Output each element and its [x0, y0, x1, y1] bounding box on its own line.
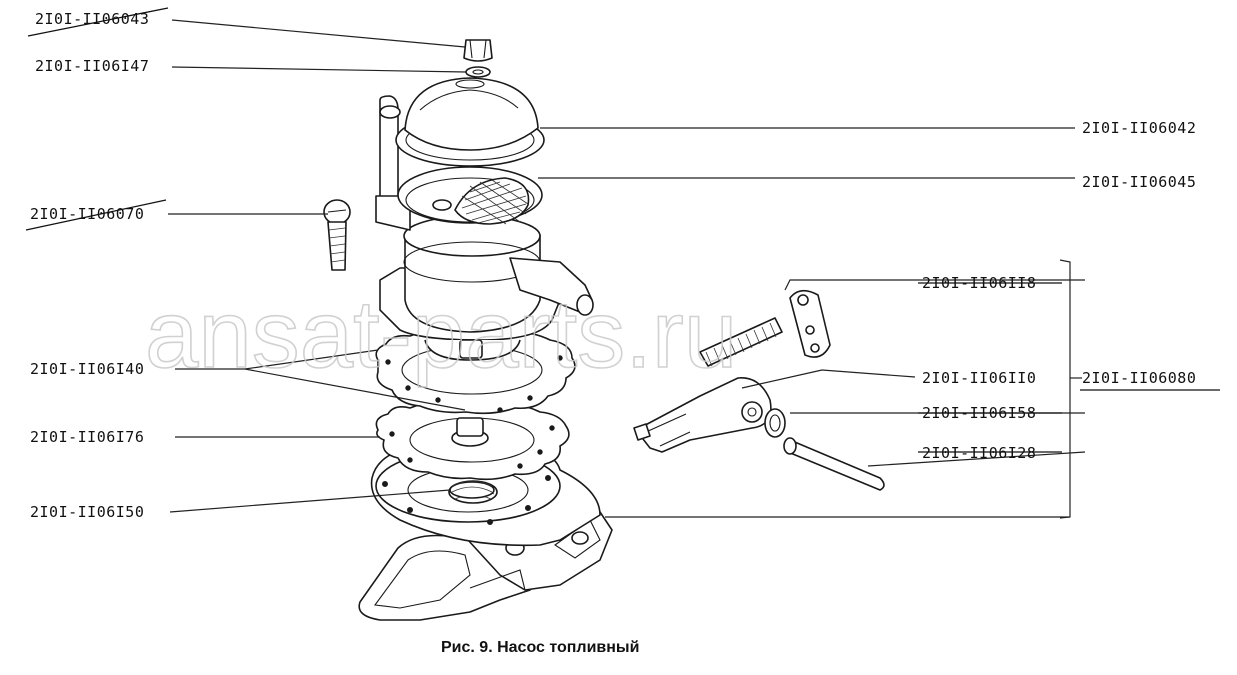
valve-spring — [449, 480, 495, 499]
lever-spring — [699, 317, 783, 367]
pump-upper-body — [375, 95, 594, 361]
pump-assembly — [323, 39, 613, 621]
label-2101-1106045: 2I0I-II06045 — [1082, 173, 1196, 191]
pump-lower-body — [358, 511, 613, 621]
label-2101-1106110: 2I0I-II06II0 — [922, 369, 1036, 387]
label-2101-1106043: 2I0I-II06043 — [35, 10, 149, 28]
figure-caption: Рис. 9. Насос топливный — [441, 639, 639, 656]
label-2101-1106150: 2I0I-II06I50 — [30, 503, 144, 521]
lever-washer — [764, 408, 786, 438]
lever-bracket — [789, 289, 831, 358]
watermark-text: ansat-parts.ru — [145, 281, 737, 388]
pump-lever — [633, 377, 772, 453]
leader-lines — [168, 19, 1086, 519]
gasket-plate-176 — [375, 399, 570, 481]
top-bolt — [463, 39, 493, 78]
side-screw — [323, 199, 351, 271]
strike-2101-1106043 — [27, 7, 169, 37]
label-2101-1106128: 2I0I-II06I28 — [922, 444, 1036, 462]
label-2101-1106147: 2I0I-II06I47 — [35, 57, 149, 75]
label-2101-1106042: 2I0I-II06042 — [1082, 119, 1196, 137]
label-2101-1106080: 2I0I-II06080 — [1082, 369, 1196, 387]
label-2101-1106140: 2I0I-II06I40 — [30, 360, 144, 378]
lever-axle — [783, 437, 885, 491]
filter-screen — [397, 166, 543, 225]
dome-cover — [404, 77, 539, 151]
lever-parts — [633, 289, 885, 491]
label-2101-1106070: 2I0I-II06070 — [30, 205, 144, 223]
strike-2101-1106070 — [25, 199, 167, 231]
label-2101-1106176: 2I0I-II06I76 — [30, 428, 144, 446]
